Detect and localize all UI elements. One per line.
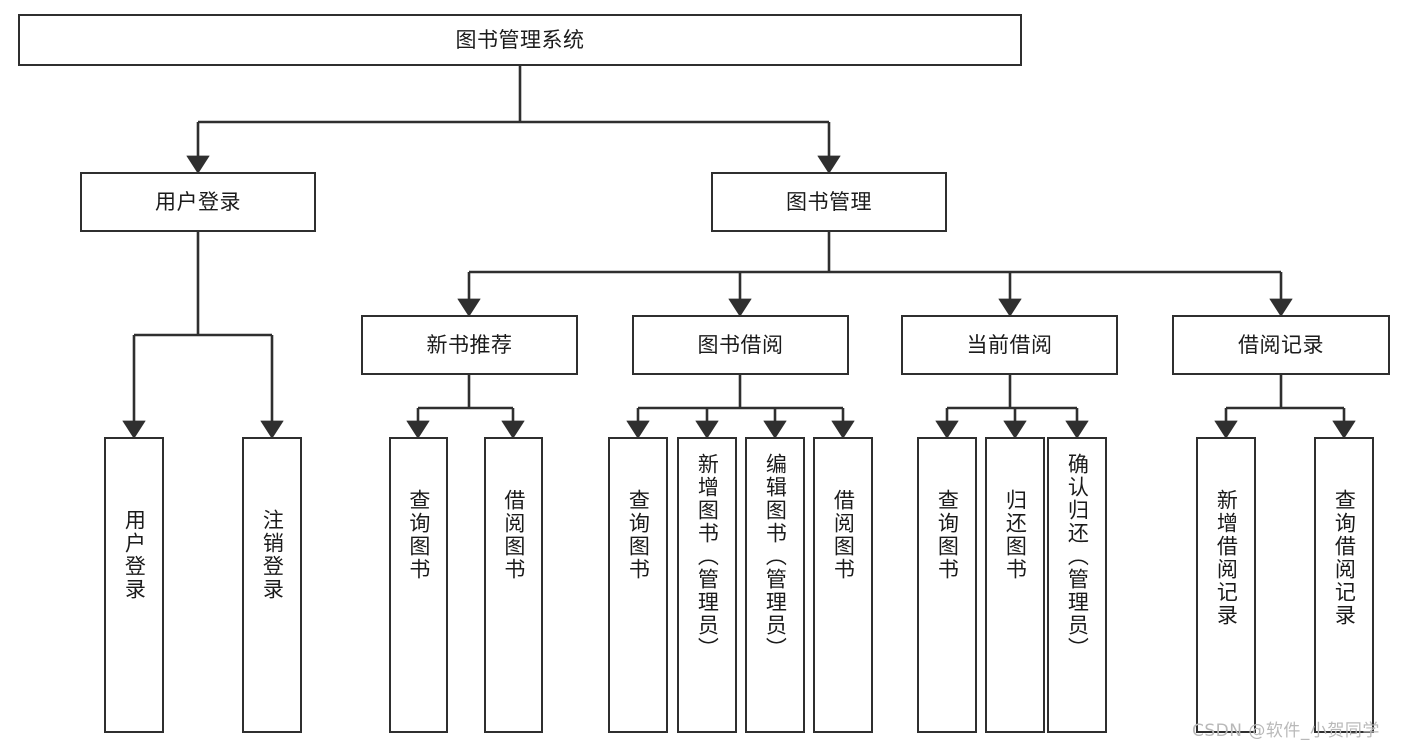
leaf-borrow-record-add[interactable]: 新增借阅记录	[1196, 437, 1256, 733]
leaf-current-borrow-confirm[interactable]: 确认归还（管理员）	[1047, 437, 1107, 733]
node-book-management[interactable]: 图书管理	[711, 172, 947, 232]
csdn-watermark: CSDN @软件_小贺同学	[1192, 721, 1380, 741]
node-root[interactable]: 图书管理系统	[18, 14, 1022, 66]
leaf-new-book-query-label: 查询图书	[406, 489, 431, 581]
leaf-user-login-signout-label: 注销登录	[260, 509, 285, 601]
node-book-borrow[interactable]: 图书借阅	[632, 315, 849, 375]
leaf-new-book-query[interactable]: 查询图书	[389, 437, 448, 733]
node-borrow-record[interactable]: 借阅记录	[1172, 315, 1390, 375]
leaf-book-borrow-query-label: 查询图书	[626, 489, 651, 581]
leaf-user-login-signin-label: 用户登录	[122, 509, 147, 601]
leaf-book-borrow-add[interactable]: 新增图书（管理员）	[677, 437, 737, 733]
leaf-user-login-signin[interactable]: 用户登录	[104, 437, 164, 733]
leaf-user-login-signout[interactable]: 注销登录	[242, 437, 302, 733]
leaf-book-borrow-borrow-label: 借阅图书	[831, 489, 856, 581]
leaf-book-borrow-edit-label: 编辑图书（管理员）	[763, 453, 788, 660]
leaf-book-borrow-edit[interactable]: 编辑图书（管理员）	[745, 437, 805, 733]
leaf-new-book-borrow[interactable]: 借阅图书	[484, 437, 543, 733]
leaf-book-borrow-query[interactable]: 查询图书	[608, 437, 668, 733]
leaf-new-book-borrow-label: 借阅图书	[501, 489, 526, 581]
leaf-book-borrow-borrow[interactable]: 借阅图书	[813, 437, 873, 733]
node-new-book-recommend-label: 新书推荐	[426, 332, 513, 357]
leaf-borrow-record-query[interactable]: 查询借阅记录	[1314, 437, 1374, 733]
node-book-borrow-label: 图书借阅	[697, 332, 784, 357]
leaf-current-borrow-query[interactable]: 查询图书	[917, 437, 977, 733]
node-user-login[interactable]: 用户登录	[80, 172, 316, 232]
leaf-current-borrow-query-label: 查询图书	[935, 489, 960, 581]
leaf-current-borrow-confirm-label: 确认归还（管理员）	[1065, 453, 1090, 660]
node-borrow-record-label: 借阅记录	[1238, 332, 1324, 357]
node-new-book-recommend[interactable]: 新书推荐	[361, 315, 578, 375]
leaf-current-borrow-return-label: 归还图书	[1003, 489, 1028, 581]
leaf-current-borrow-return[interactable]: 归还图书	[985, 437, 1045, 733]
node-book-management-label: 图书管理	[786, 189, 872, 214]
leaf-borrow-record-add-label: 新增借阅记录	[1214, 489, 1239, 627]
node-user-login-label: 用户登录	[155, 189, 241, 214]
leaf-book-borrow-add-label: 新增图书（管理员）	[695, 453, 720, 660]
leaf-borrow-record-query-label: 查询借阅记录	[1332, 489, 1357, 627]
node-current-borrow[interactable]: 当前借阅	[901, 315, 1118, 375]
node-root-label: 图书管理系统	[455, 27, 585, 52]
node-current-borrow-label: 当前借阅	[966, 332, 1053, 357]
